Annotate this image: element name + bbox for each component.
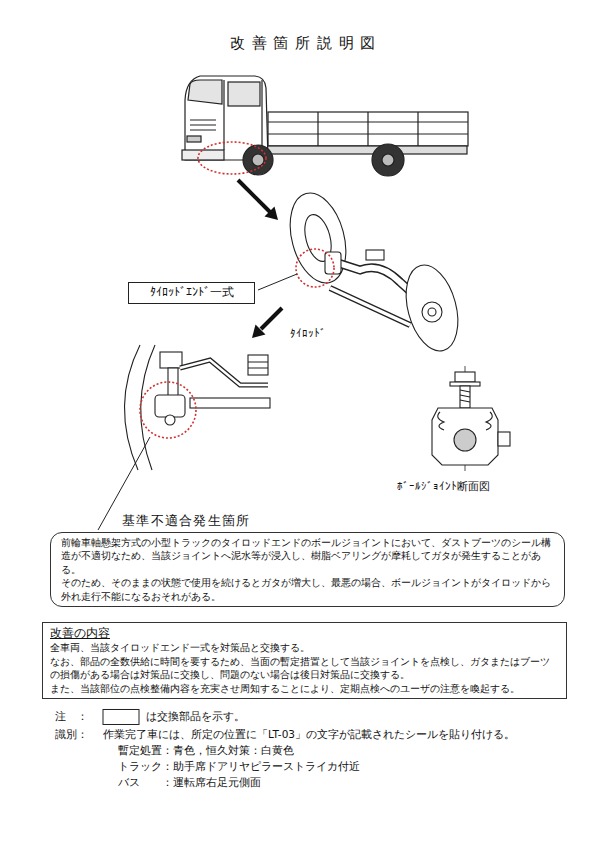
ball-joint-section-part: [498, 432, 510, 446]
ball-joint-section-part: [460, 390, 470, 402]
truck-illustration-part: [188, 80, 222, 104]
axle-illustration-part: [281, 187, 355, 289]
axle-illustration-part: [422, 302, 442, 322]
panel-heading: 基準不適合発生箇所: [122, 512, 565, 530]
pointer-arrow: [238, 180, 278, 220]
panel-paragraph: また、当該部位の点検整備内容を充実させ周知することにより、定期点検へのユーザの注…: [50, 682, 559, 696]
ball-joint-section-part: [454, 429, 476, 451]
note-text: 識別：: [55, 728, 88, 742]
page-title: 改善箇所説明図: [0, 34, 612, 53]
ball-joint-section-part: [455, 372, 475, 382]
detail-illustration-part: [155, 395, 185, 417]
truck-illustration-part: [228, 82, 260, 106]
note-text: 暫定処置：青色，恒久対策：白黄色: [118, 744, 294, 758]
axle-illustration-part: [428, 308, 436, 316]
axle-illustration-part: [330, 288, 410, 325]
ball-joint-section-part: [438, 412, 493, 430]
truck-illustration-part: [187, 136, 201, 142]
text-panel: 改善の内容全車両、当該タイロッドエンド一式を対策品と交換する。なお、部品の全数供…: [42, 622, 567, 699]
panel-body: 前輪車軸懸架方式の小型トラックのタイロッドエンドのボールジョイントにおいて、ダス…: [50, 532, 565, 608]
panel-heading: 改善の内容: [50, 626, 559, 641]
truck-illustration-part: [243, 145, 273, 175]
detail-illustration-part: [248, 355, 268, 375]
truck-illustration-part: [268, 112, 468, 146]
note-text: 作業完了車には、所定の位置に「LT-03」の文字が記載されたシールを貼り付ける。: [103, 728, 515, 742]
part-label: ﾎﾞｰﾙｼﾞｮｲﾝﾄ断面図: [397, 480, 490, 494]
pointer-arrow-part: [261, 308, 282, 329]
pointer-arrow-part: [252, 325, 266, 339]
pointer-arrow-part: [265, 207, 279, 221]
legend-box: [103, 709, 139, 724]
highlight-circle: [140, 382, 196, 438]
axle-illustration-part: [366, 250, 384, 260]
axle-illustration-part: [397, 259, 466, 356]
notes-art: [103, 709, 139, 724]
ball-joint-section: [432, 366, 510, 472]
truck-illustration: [182, 76, 468, 176]
detail-illustration-part: [190, 398, 270, 408]
detail-illustration-part: [165, 415, 175, 425]
truck-illustration-part: [268, 112, 468, 146]
part-tag: ﾀｲﾛｯﾄﾞｴﾝﾄﾞ一式: [128, 282, 255, 304]
note-text: バス ：運転席右足元側面: [118, 776, 261, 790]
leader-line: [258, 274, 297, 290]
panel-paragraph: 前輪車軸懸架方式の小型トラックのタイロッドエンドのボールジョイントにおいて、ダス…: [61, 536, 554, 577]
pointer-arrow-part: [238, 180, 270, 212]
detail-illustration-part: [160, 352, 182, 368]
ball-joint-section-part: [432, 408, 498, 465]
axle-illustration-part: [330, 288, 410, 325]
ball-joint-section-part: [460, 386, 470, 408]
highlight-ellipse: [198, 142, 266, 174]
panel-paragraph: なお、部品の全数供給に時間を要するため、当面の暫定措置として当該ジョイントを点検…: [50, 655, 559, 682]
truck-illustration-part: [190, 120, 216, 130]
text-panel: 基準不適合発生箇所前輪車軸懸架方式の小型トラックのタイロッドエンドのボールジョイ…: [50, 512, 565, 607]
panel-paragraph: 全車両、当該タイロッドエンド一式を対策品と交換する。: [50, 641, 559, 655]
truck-illustration-part: [252, 154, 264, 166]
ball-joint-section-part: [450, 382, 480, 386]
detail-illustration-part: [248, 362, 268, 368]
detail-illustration-part: [124, 345, 140, 470]
note-text: トラック：助手席ドアリヤピラーストライカ付近: [118, 760, 360, 774]
note-text: は交換部品を示す。: [146, 710, 245, 724]
note-text: 注 ：: [55, 710, 88, 724]
part-label: ﾀｲﾛｯﾄﾞ: [290, 327, 326, 341]
truck-illustration-part: [262, 146, 467, 154]
axle-illustration: [281, 187, 467, 357]
detail-illustration: [124, 345, 270, 470]
detail-illustration-part: [141, 345, 155, 470]
pointer-arrow: [252, 308, 282, 338]
truck-illustration-part: [224, 80, 262, 150]
panel-paragraph: そのため、そのままの状態で使用を続けるとガタが増大し、最悪の場合、ボールジョイン…: [61, 576, 554, 603]
truck-illustration-part: [182, 150, 224, 160]
part-name: ﾀｲﾛｯﾄﾞｴﾝﾄﾞ一式: [135, 285, 248, 301]
truck-illustration-part: [382, 154, 394, 166]
highlight-circle: [296, 249, 334, 287]
truck-illustration-part: [372, 144, 404, 176]
